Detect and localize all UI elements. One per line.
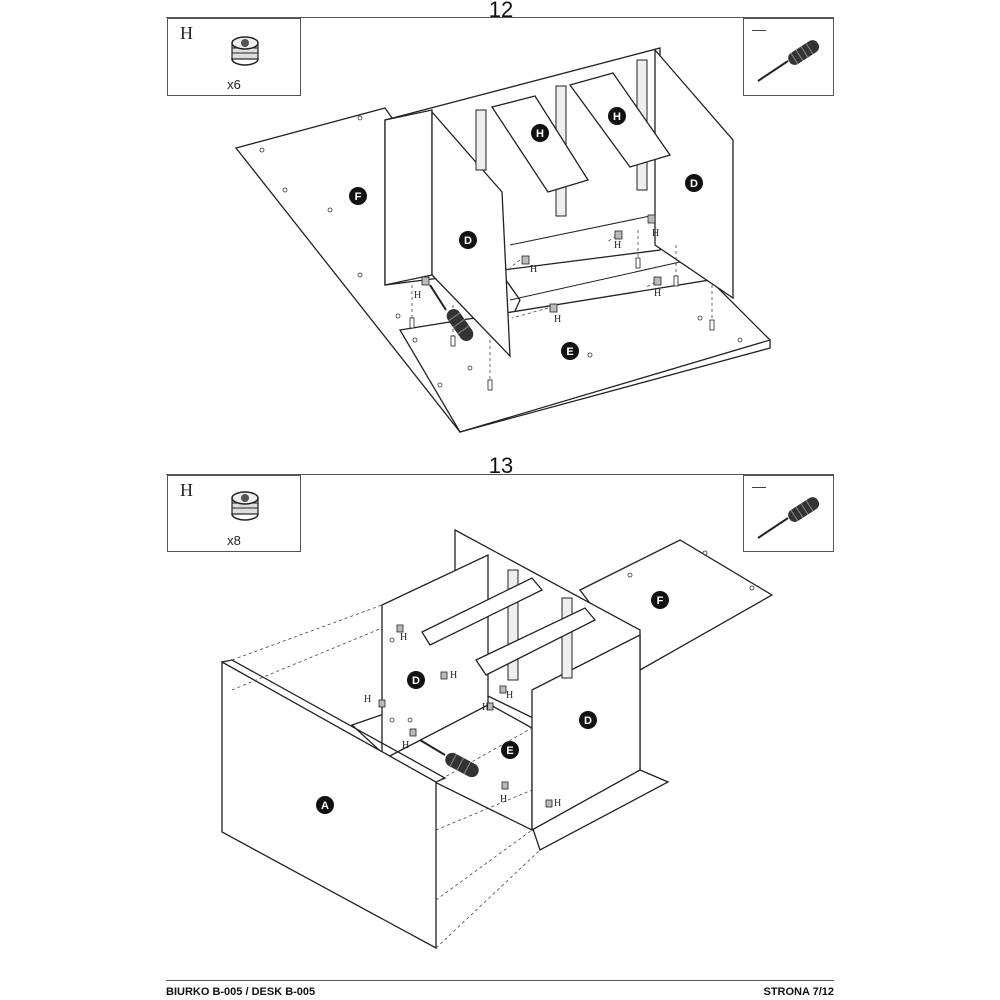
- runner-left: [421, 577, 544, 646]
- fitting-label: H: [500, 794, 507, 805]
- footer-divider: [166, 980, 834, 981]
- cam-lock-icon: [231, 491, 259, 521]
- tool-box: —: [743, 18, 834, 96]
- screwdriver-in-use: [429, 284, 474, 342]
- tool-dash: —: [752, 478, 766, 494]
- hardware-letter: H: [180, 23, 193, 43]
- panel-D-right: [531, 633, 641, 832]
- label-A: A: [321, 800, 329, 812]
- runner-H-left: [490, 95, 590, 193]
- fitting-label: H: [530, 264, 537, 275]
- panel-left-side: [384, 109, 433, 286]
- hardware-quantity: x8: [227, 533, 241, 548]
- step-divider: [166, 17, 834, 18]
- label-E: E: [506, 745, 513, 757]
- step-13-diagram: F D D E A H H H H H H H H: [221, 528, 774, 950]
- label-D-left: D: [412, 675, 420, 687]
- fitting-label: H: [400, 632, 407, 643]
- screwdriver-icon: [757, 497, 820, 539]
- label-E: E: [566, 346, 573, 358]
- screwdriver-icon: [757, 40, 820, 82]
- cam-lock-icon: [231, 36, 259, 66]
- fitting-label: H: [482, 702, 489, 713]
- hardware-box: H x6: [167, 18, 301, 96]
- fitting-label: H: [652, 228, 659, 239]
- hardware-quantity: x6: [227, 77, 241, 92]
- label-D-right: D: [584, 715, 592, 727]
- fitting-label: H: [614, 240, 621, 251]
- tool-dash: —: [752, 21, 766, 37]
- label-H-left: H: [536, 128, 544, 140]
- label-H-right: H: [613, 111, 621, 123]
- label-D-left: D: [464, 235, 472, 247]
- page-number: STRONA 7/12: [763, 986, 834, 998]
- fitting-label: H: [414, 290, 421, 301]
- fitting-label: H: [654, 288, 661, 299]
- hardware-letter: H: [180, 480, 193, 500]
- step-12-diagram: F D D H H E H H H H H H: [234, 47, 772, 434]
- tool-box: —: [743, 475, 834, 552]
- fitting-label: H: [450, 670, 457, 681]
- fitting-label: H: [402, 740, 409, 751]
- label-D-right: D: [690, 178, 698, 190]
- fitting-label: H: [506, 690, 513, 701]
- product-name: BIURKO B-005 / DESK B-005: [166, 986, 316, 998]
- fitting-label: H: [364, 694, 371, 705]
- runner-right: [475, 607, 597, 676]
- screwdriver-in-use: [419, 739, 479, 778]
- label-F: F: [657, 595, 664, 607]
- hardware-box: H x8: [167, 475, 301, 552]
- fitting-label: H: [554, 314, 561, 325]
- fitting-label: H: [554, 798, 561, 809]
- label-F: F: [355, 191, 362, 203]
- step-divider: [166, 474, 834, 475]
- step-number: 13: [488, 453, 514, 478]
- step-number: 12: [488, 0, 514, 22]
